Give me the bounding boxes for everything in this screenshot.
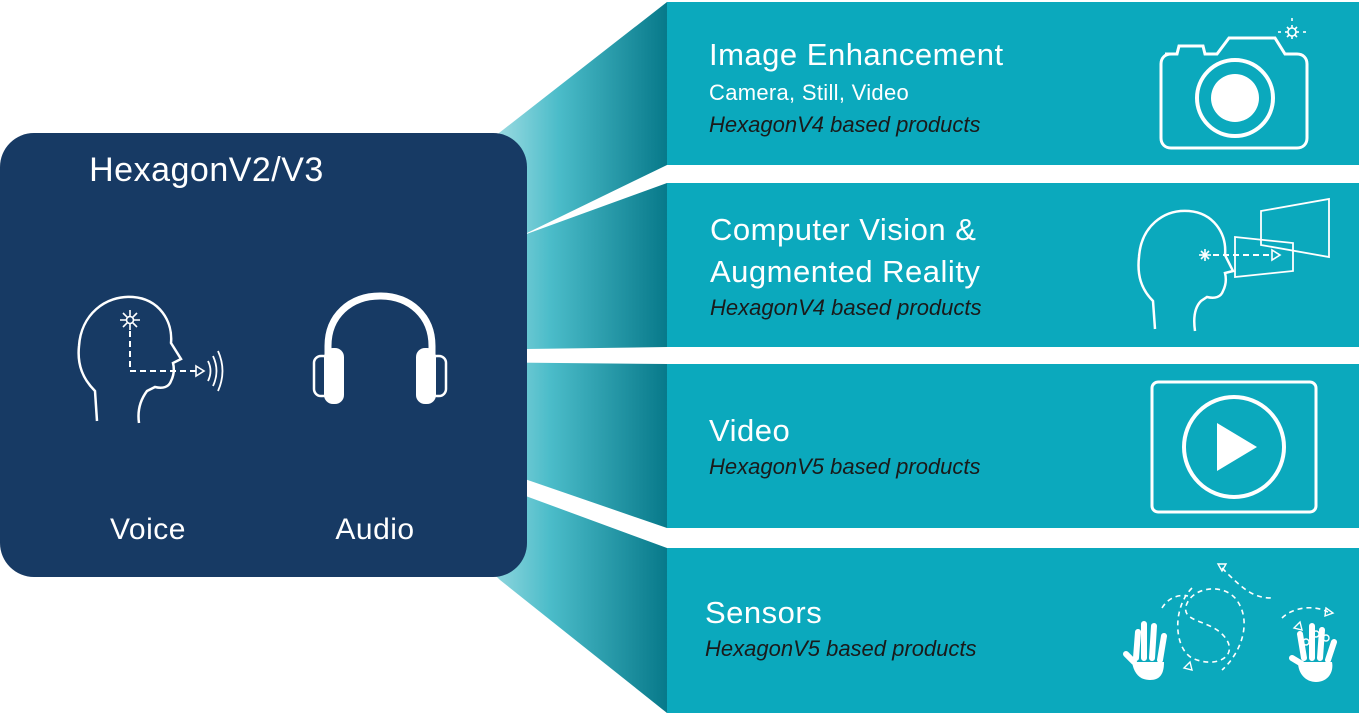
play-icon bbox=[1150, 380, 1318, 514]
headphones-icon bbox=[312, 292, 448, 404]
panel-note: HexagonV4 based products bbox=[709, 112, 981, 137]
panel-note: HexagonV5 based products bbox=[705, 636, 977, 661]
panel-title-line1: Computer Vision & bbox=[710, 212, 977, 247]
panel-title-line2: Augmented Reality bbox=[710, 254, 981, 289]
panel-note: HexagonV4 based products bbox=[710, 295, 982, 320]
panel-title: Sensors bbox=[705, 595, 823, 630]
hexagon-core-box: HexagonV2/V3 Voice Audio bbox=[0, 133, 527, 577]
camera-icon bbox=[1159, 18, 1309, 150]
voice-label: Voice bbox=[110, 513, 186, 546]
panel-subtitle: Camera, Still, Video bbox=[709, 80, 910, 105]
panel-video: Video HexagonV5 based products bbox=[667, 364, 1359, 528]
panel-note: HexagonV5 based products bbox=[709, 454, 981, 479]
panel-sensors: Sensors HexagonV5 based products bbox=[667, 548, 1359, 713]
panel-image-enhancement: Image Enhancement Camera, Still, Video H… bbox=[667, 2, 1359, 165]
panel-title: Video bbox=[709, 413, 791, 448]
gesture-hands-icon bbox=[1123, 563, 1337, 682]
panel-title: Image Enhancement bbox=[709, 37, 1004, 72]
core-title: HexagonV2/V3 bbox=[89, 151, 324, 189]
vision-head-icon bbox=[1137, 197, 1330, 332]
voice-head-icon bbox=[77, 295, 224, 424]
panel-computer-vision: Computer Vision & Augmented Reality Hexa… bbox=[667, 183, 1359, 347]
audio-label: Audio bbox=[335, 513, 415, 546]
